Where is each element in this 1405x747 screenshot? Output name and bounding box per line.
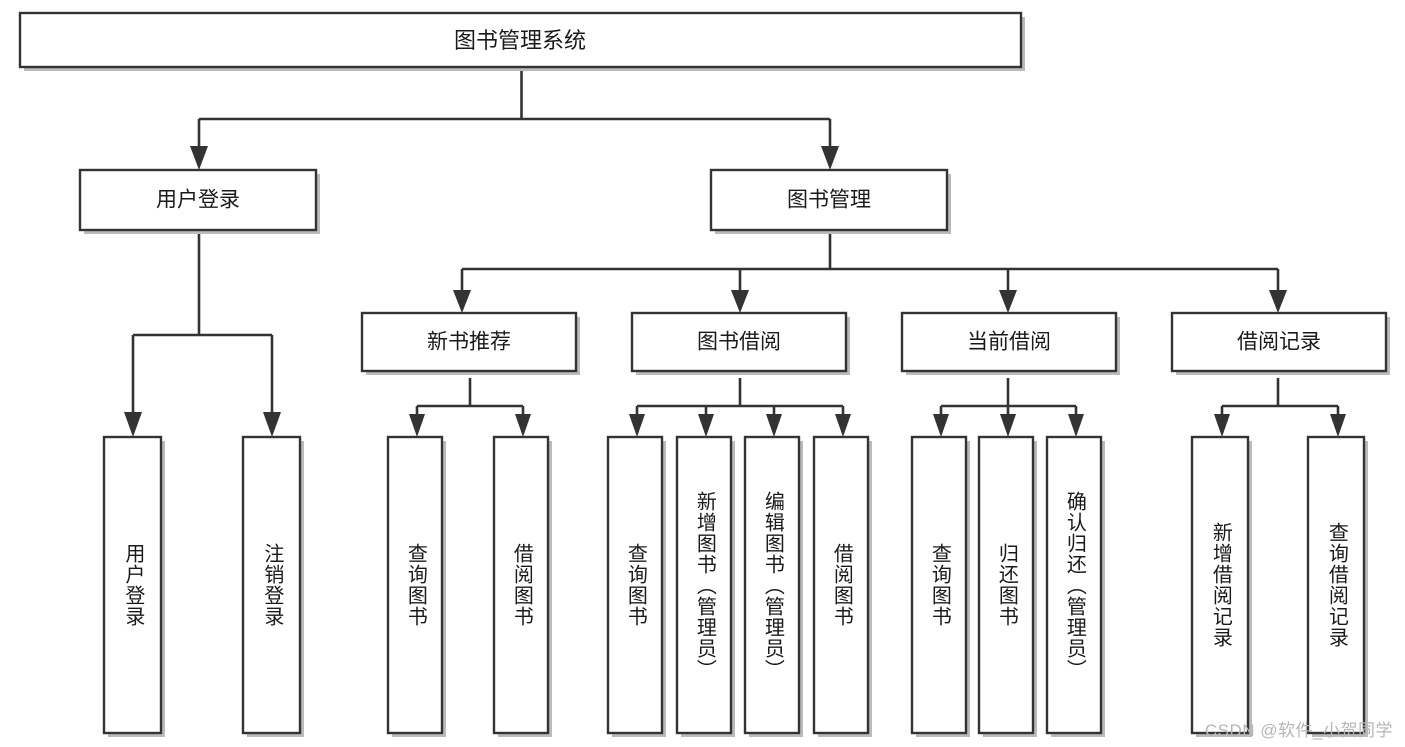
arrow-leaf-current-borrow-3 — [1068, 414, 1084, 437]
arrow-leaf-borrow-record-1 — [1214, 414, 1230, 437]
arrow-leaf-new-book-2 — [515, 414, 531, 437]
leaf-new-book-2[interactable] — [492, 435, 552, 737]
arrowheads — [124, 146, 1346, 437]
arrow-user-login — [190, 146, 208, 170]
node-borrow-record[interactable]: 借阅记录 — [1170, 311, 1390, 375]
arrow-leaf-new-book-1 — [409, 414, 425, 437]
arrow-leaf-current-borrow-1 — [933, 414, 949, 437]
leaf-borrow-record-2[interactable] — [1306, 435, 1368, 737]
arrow-new-book — [453, 290, 471, 313]
node-book-borrow[interactable]: 图书借阅 — [630, 311, 850, 375]
arrow-leaf-user-login-1 — [124, 412, 142, 437]
leaf-current-borrow-1[interactable] — [910, 435, 970, 737]
node-current-borrow-label: 当前借阅 — [967, 331, 1051, 354]
arrow-leaf-borrow-record-2 — [1330, 414, 1346, 437]
leaf-current-borrow-2[interactable] — [977, 435, 1037, 737]
node-book-manage-label: 图书管理 — [787, 189, 871, 212]
csdn-watermark: CSDN @软件_小贺同学 — [1204, 721, 1393, 740]
node-user-login[interactable]: 用户登录 — [78, 168, 320, 234]
node-root-label: 图书管理系统 — [454, 28, 586, 53]
arrow-book-manage — [821, 146, 839, 170]
arrow-leaf-user-login-2 — [263, 412, 281, 437]
leaf-boxes — [102, 435, 1368, 737]
leaf-book-borrow-3[interactable] — [743, 435, 803, 737]
leaf-book-borrow-4[interactable] — [812, 435, 872, 737]
arrow-leaf-book-borrow-1 — [629, 414, 645, 437]
node-new-book-label: 新书推荐 — [427, 331, 511, 354]
arrow-leaf-book-borrow-2 — [698, 414, 714, 437]
node-root[interactable]: 图书管理系统 — [18, 11, 1025, 71]
leaf-user-login-2[interactable] — [241, 435, 304, 737]
node-current-borrow[interactable]: 当前借阅 — [900, 311, 1120, 375]
leaf-book-borrow-2[interactable] — [675, 435, 735, 737]
arrow-leaf-book-borrow-3 — [766, 414, 782, 437]
leaf-current-borrow-3[interactable] — [1045, 435, 1105, 737]
arrow-current-borrow — [999, 290, 1017, 313]
arrow-borrow-record — [1269, 290, 1287, 313]
node-book-borrow-label: 图书借阅 — [697, 331, 781, 354]
leaf-borrow-record-1[interactable] — [1190, 435, 1252, 737]
node-book-manage[interactable]: 图书管理 — [709, 168, 951, 234]
arrow-leaf-current-borrow-2 — [1000, 414, 1016, 437]
leaf-book-borrow-1[interactable] — [606, 435, 666, 737]
leaf-new-book-1[interactable] — [386, 435, 446, 737]
node-user-login-label: 用户登录 — [156, 189, 240, 212]
arrow-book-borrow — [731, 290, 749, 313]
node-new-book[interactable]: 新书推荐 — [360, 311, 580, 375]
arrow-leaf-book-borrow-4 — [835, 414, 851, 437]
node-borrow-record-label: 借阅记录 — [1237, 331, 1321, 354]
leaf-user-login-1[interactable] — [102, 435, 165, 737]
